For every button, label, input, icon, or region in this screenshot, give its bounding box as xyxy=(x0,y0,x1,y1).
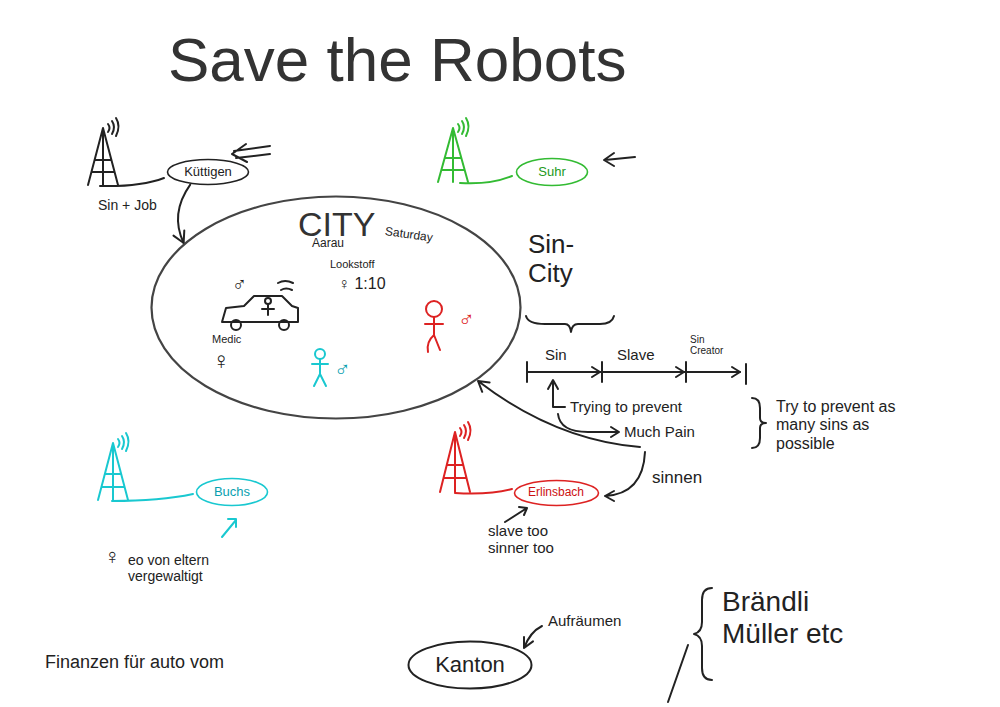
node-label: Erlinsbach xyxy=(528,486,584,500)
signal xyxy=(118,433,129,451)
note-label: Brändli Müller etc xyxy=(722,586,892,650)
ellipse-shape xyxy=(409,642,532,689)
pointer-arrow xyxy=(222,519,236,537)
note-label: Slave xyxy=(617,346,655,363)
ellipse-shape xyxy=(152,197,521,419)
bottom-notes xyxy=(524,588,712,702)
signal xyxy=(460,422,471,440)
city-label: Medic xyxy=(212,333,241,346)
ellipse-node: Küttigen xyxy=(166,158,250,186)
stick-figure-head xyxy=(315,349,325,359)
node-label: Suhr xyxy=(538,165,565,180)
arrowhead xyxy=(173,230,184,243)
ellipse-node: Buchs xyxy=(195,477,269,507)
stick-figure xyxy=(312,359,328,386)
ground-line xyxy=(455,489,512,494)
edge-label: Sin + Job xyxy=(98,197,157,213)
city-label: ♂ xyxy=(232,273,247,296)
pointer-arrow xyxy=(524,626,542,648)
signal xyxy=(278,281,293,290)
pointer-arrow xyxy=(604,153,635,166)
city-label: Lookstoff xyxy=(330,258,374,271)
stick-figure xyxy=(425,317,443,352)
tower xyxy=(88,128,118,185)
note-label: Sin Creator xyxy=(690,334,734,356)
ellipse-node: Erlinsbach xyxy=(513,479,600,507)
sinnen-arrow xyxy=(605,452,645,501)
tower xyxy=(98,443,128,500)
node-label: Buchs xyxy=(214,485,250,500)
tower xyxy=(440,432,470,492)
pointer-arrow xyxy=(232,144,270,162)
note-label: Sin-City xyxy=(528,230,594,287)
note-label: eo von eltern vergewaltigt xyxy=(128,552,243,584)
city-label: ♀ xyxy=(212,347,230,375)
timeline-arrowhead xyxy=(592,367,740,377)
slash xyxy=(668,645,688,702)
title: Save the Robots xyxy=(168,24,626,95)
connector xyxy=(173,185,190,243)
brace xyxy=(694,588,712,680)
city-label: Saturday xyxy=(384,225,433,245)
note-label: Try to prevent as many sins as possible xyxy=(776,398,926,453)
signal xyxy=(108,118,119,136)
note-label: slave too sinner too xyxy=(488,522,573,557)
ellipse-shape xyxy=(517,159,588,186)
ground-line xyxy=(460,176,512,183)
car xyxy=(222,296,298,322)
brace xyxy=(752,398,766,448)
note-label: Finanzen für auto vom xyxy=(45,652,224,673)
pointer-arrow xyxy=(505,507,527,522)
tower-red xyxy=(440,422,512,494)
ellipse-node: CITYSaturdayAarauLookstoff♀ 1:10♂Medic♀♂… xyxy=(150,195,522,420)
note-label: Sin xyxy=(545,346,567,363)
note-label: Aufräumen xyxy=(548,612,621,629)
tower xyxy=(438,128,468,182)
ground-line xyxy=(112,494,193,501)
note-label: Much Pain xyxy=(624,423,695,440)
tower-green xyxy=(438,118,512,183)
note-label: Trying to prevent xyxy=(570,398,682,415)
ellipse-node: Kanton xyxy=(407,640,533,690)
ellipse-node: Suhr xyxy=(515,157,589,187)
city-label: ♂ xyxy=(334,357,351,382)
hook-arrow xyxy=(558,414,619,437)
city-label: ♂ xyxy=(458,307,475,332)
sin-city-notes xyxy=(478,316,766,501)
brace xyxy=(526,316,614,332)
hook-arrow xyxy=(548,380,565,407)
timeline xyxy=(527,362,746,384)
city-label: Aarau xyxy=(312,237,344,251)
note-label: ♀ xyxy=(104,544,121,569)
ground-line xyxy=(100,178,164,186)
ellipse-shape xyxy=(514,481,598,506)
city-figures xyxy=(222,281,443,386)
car-wheel xyxy=(279,320,289,330)
node-label: Kanton xyxy=(435,652,505,677)
signal xyxy=(458,118,469,136)
node-label: Küttigen xyxy=(184,165,232,180)
ellipse-shape xyxy=(197,479,268,506)
tower-black xyxy=(88,118,270,186)
city-label: ♀ 1:10 xyxy=(338,275,386,293)
driver-body xyxy=(262,304,274,315)
note-label: sinnen xyxy=(652,468,702,488)
car-wheel xyxy=(231,320,241,330)
ellipse-shape xyxy=(168,160,249,185)
stick-figure-head xyxy=(426,301,442,317)
